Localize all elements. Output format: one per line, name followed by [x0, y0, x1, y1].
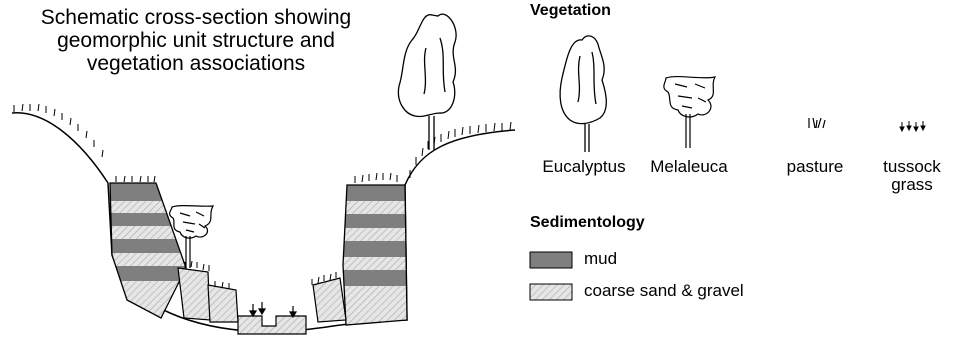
- mud-swatch: [530, 252, 572, 268]
- tussock-grass-in-channel: [250, 302, 296, 317]
- right-bank-sediment: [340, 182, 410, 332]
- label-line: grass: [872, 176, 952, 194]
- sedimentology-heading: Sedimentology: [530, 214, 645, 232]
- bank-grass: [14, 104, 511, 289]
- mud-label: mud: [584, 249, 617, 269]
- label-line: tussock: [872, 158, 952, 176]
- title-line: geomorphic unit structure and: [0, 29, 392, 52]
- sand-gravel-label: coarse sand & gravel: [584, 281, 744, 301]
- sand-gravel-swatch: [530, 284, 572, 300]
- tussock-grass-label: tussock grass: [872, 158, 952, 194]
- diagram-title: Schematic cross-section showing geomorph…: [0, 6, 392, 75]
- title-line: Schematic cross-section showing: [0, 6, 392, 29]
- eucalyptus-icon: [560, 36, 606, 152]
- vegetation-heading: Vegetation: [530, 2, 611, 20]
- pasture-icon: [809, 118, 825, 128]
- tussock-grass-icon: [900, 121, 925, 131]
- melaleuca-icon: [664, 77, 715, 148]
- eucalyptus-tree-on-bank: [398, 14, 456, 150]
- eucalyptus-label: Eucalyptus: [524, 158, 644, 176]
- melaleuca-label: Melaleuca: [634, 158, 744, 176]
- valley-outline: [12, 113, 515, 332]
- title-line: vegetation associations: [0, 52, 392, 75]
- pasture-label: pasture: [770, 158, 860, 176]
